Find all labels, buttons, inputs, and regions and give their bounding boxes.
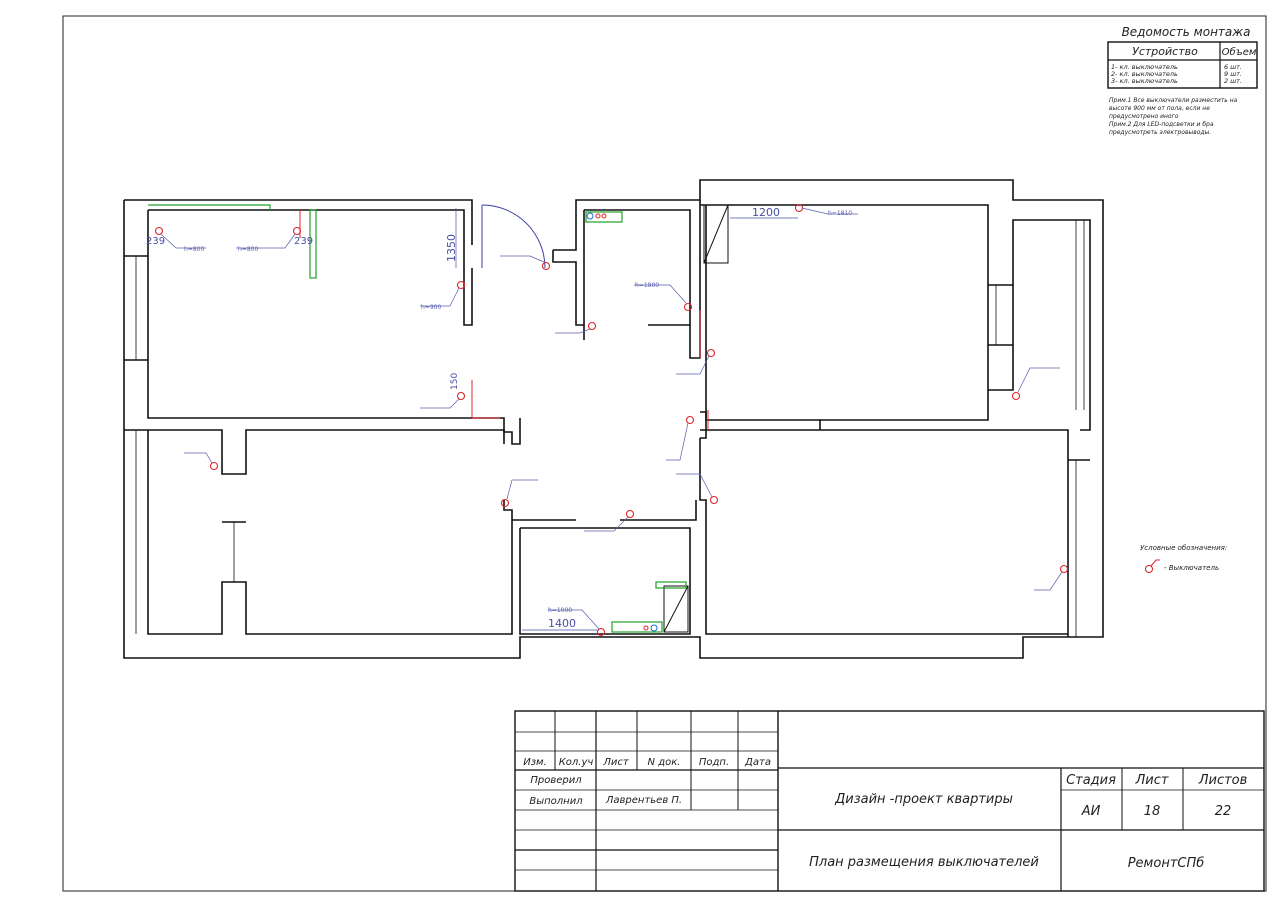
stamp-stage: АИ [1081,804,1101,819]
heights: h=800 h=800 h=900 h=1800 h=1810 h=1000 [184,210,852,614]
furniture [148,204,687,633]
switch-icon [596,627,606,637]
dim-label: 239 [294,236,313,247]
switch-icon [709,495,719,505]
dim-label: 1400 [548,617,576,630]
stamp-col-header: Подп. [699,757,729,768]
height-label: h=800 [238,246,258,253]
switch-icon [541,261,551,271]
legend: Условные обозначения: - Выключатель [1140,544,1227,574]
switch-icon [292,226,302,236]
legend-switch-label: - Выключатель [1164,564,1219,572]
dim-label: 150 [450,373,460,390]
stamp-checked-label: Проверил [530,775,582,786]
switch-icon [154,226,164,236]
height-label: h=800 [184,246,204,253]
statement-note-line: Прим.2 Для LED-подсветки и бра [1109,121,1214,128]
switch-icon [1059,564,1069,574]
stamp-sheet-label: Лист [1135,773,1169,788]
dimensions: 239 239 1350 1200 1400 150 [146,206,780,630]
switch-icon [683,302,693,312]
height-label: h=1800 [635,282,659,289]
statement-note-line: высоте 900 мм от пола, если не [1109,105,1210,112]
statement-block: Ведомость монтажа Устройство Объем 1- кл… [1107,25,1258,136]
statement-row-qty: 2 шт. [1224,77,1242,85]
switch-icon [1011,391,1021,401]
stamp-sheet-title: План размещения выключателей [809,855,1039,870]
switch-icon [500,498,510,508]
title-block [514,710,1265,892]
switch-icon [685,415,695,425]
statement-note-line: предусмотреть электровыводы. [1109,129,1211,136]
dim-label: 1350 [445,234,458,262]
stamp-project: Дизайн -проект квартиры [834,792,1013,807]
switch-icon [209,461,219,471]
fixtures [586,212,658,632]
statement-row-qty: 6 шт. [1224,63,1242,71]
statement-note-line: предусмотрено иного [1109,113,1179,120]
height-label: h=1810 [828,210,852,217]
statement-row-device: 3- кл. выключатель [1111,77,1178,85]
leader-lines [160,207,1063,630]
dim-label: 1200 [752,206,780,219]
statement-col-device: Устройство [1132,45,1198,58]
dim-label: 239 [146,236,165,247]
stamp-col-header: Дата [744,757,771,768]
switch-symbols [154,203,1069,637]
stamp-done-label: Выполнил [529,796,583,807]
stamp-sheet: 18 [1144,804,1161,819]
dimension-lines [455,208,798,631]
door [481,204,546,269]
stamp-company: РемонтСПб [1128,856,1205,871]
stamp-sheets-label: Листов [1198,773,1248,788]
statement-row-device: 2- кл. выключатель [1111,70,1178,78]
statement-note-line: Прим.1 Все выключатели разместить на [1109,97,1238,104]
switch-icon [1144,564,1154,574]
stamp-col-header: Лист [602,757,630,768]
switch-icon [625,509,635,519]
stamp-done-name: Лаврентьев П. [605,795,682,806]
title-block-text: Изм. Кол.уч Лист N док. Подп. Дата Прове… [523,757,1247,871]
floor-plan [123,179,1104,659]
height-label: h=900 [421,304,441,311]
switch-icon [456,280,466,290]
stamp-sheets: 22 [1215,804,1232,819]
stamp-col-header: Кол.уч [559,757,594,768]
legend-title: Условные обозначения: [1140,544,1227,552]
switch-icon [587,321,597,331]
statement-title: Ведомость монтажа [1122,25,1251,39]
stamp-stage-label: Стадия [1066,773,1116,788]
stamp-col-header: N док. [648,757,681,768]
switch-icon [456,391,466,401]
wiring [299,210,709,430]
statement-row-qty: 9 шт. [1224,70,1242,78]
switch-icon [706,348,716,358]
statement-row-device: 1- кл. выключатель [1111,63,1178,71]
stamp-col-header: Изм. [523,757,547,768]
statement-col-volume: Объем [1222,46,1257,58]
height-label: h=1000 [548,607,572,614]
